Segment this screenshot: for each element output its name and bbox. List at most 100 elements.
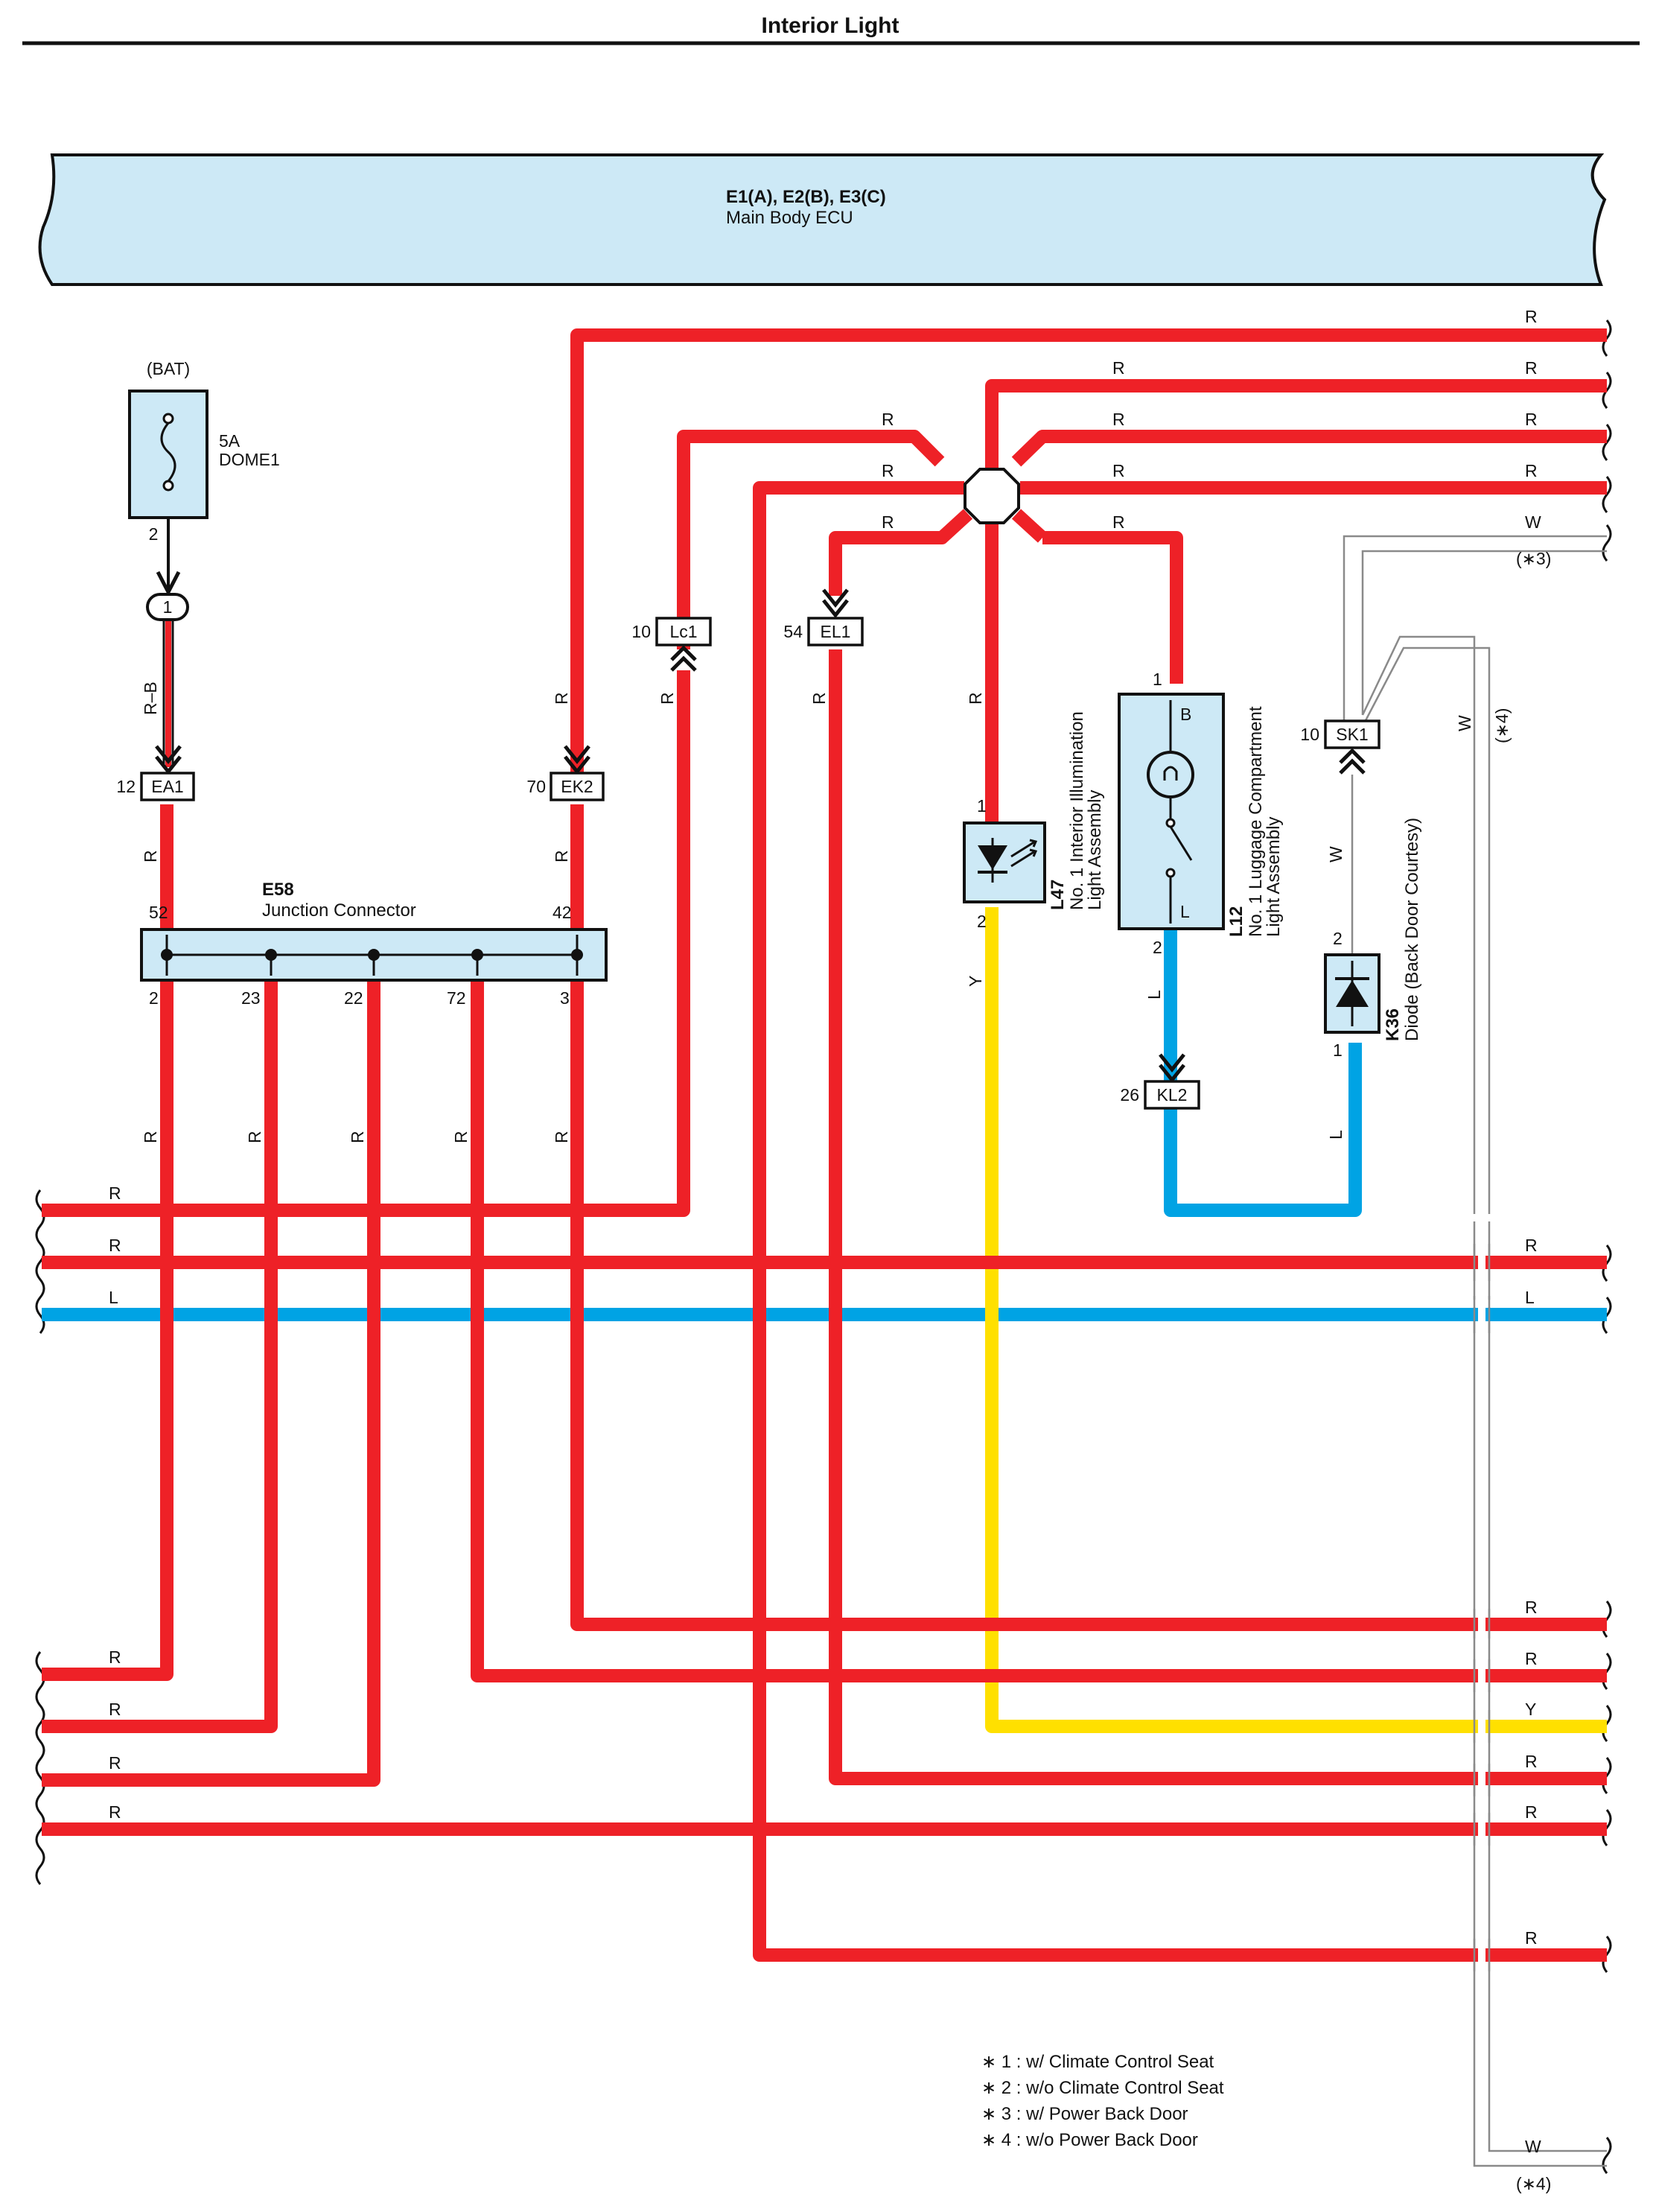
fuse-dome1 xyxy=(128,390,208,519)
ek2-chevron-icon xyxy=(564,745,590,775)
svg-text:R: R xyxy=(109,1183,121,1203)
lc1-box xyxy=(655,617,712,646)
e58-pin-52: 52 xyxy=(149,903,168,922)
svg-text:R: R xyxy=(1525,307,1538,326)
svg-text:L: L xyxy=(1525,1288,1535,1307)
page-title: Interior Light xyxy=(762,13,899,38)
el1-pin: 54 xyxy=(783,622,803,641)
svg-text:Y: Y xyxy=(1525,1700,1536,1719)
svg-text:R: R xyxy=(1525,1598,1538,1617)
wire-labels-vertical: R–B R R R R R R Y L L W W (∗4) R R R R R xyxy=(141,681,1512,1143)
wire-w-group xyxy=(1343,535,1607,2167)
wire-r-group xyxy=(42,328,1607,1962)
svg-text:R: R xyxy=(1525,1928,1538,1948)
el1-chevron-icon xyxy=(822,588,849,619)
e58-name: Junction Connector xyxy=(262,900,416,921)
ek2-box xyxy=(550,772,605,801)
k36-component xyxy=(1324,953,1380,1034)
svg-text:R: R xyxy=(109,1802,121,1822)
kl2-chevron-icon xyxy=(1159,1053,1185,1084)
l12-component xyxy=(1118,693,1225,930)
ea1-chevron-icon xyxy=(155,745,182,775)
svg-text:R: R xyxy=(1525,1649,1538,1668)
svg-text:R: R xyxy=(1112,461,1125,480)
svg-text:R: R xyxy=(1112,358,1125,378)
wire-w-crossings xyxy=(1473,1244,1491,1971)
e58-pin-42: 42 xyxy=(552,903,572,922)
wire-labels-right: R R R R R R R R R R R W (∗3) xyxy=(882,307,1551,568)
svg-text:R: R xyxy=(657,692,677,705)
l47-code: L47 xyxy=(1048,880,1068,910)
l47-label-group: L47 No. 1 Interior Illumination Light As… xyxy=(1048,711,1105,910)
wire-y xyxy=(985,907,1607,1733)
k36-pin-2: 2 xyxy=(1333,929,1343,948)
ea1-pin: 12 xyxy=(116,777,136,796)
svg-text:R: R xyxy=(552,1131,571,1143)
splice-junction xyxy=(964,468,1020,524)
svg-text:Y: Y xyxy=(966,976,985,987)
svg-text:R: R xyxy=(882,512,894,532)
l12-label-group: L12 No. 1 Luggage Compartment Light Asse… xyxy=(1226,706,1284,937)
svg-text:R: R xyxy=(109,1647,121,1667)
l12-pin-2: 2 xyxy=(1153,938,1162,957)
svg-text:(∗4): (∗4) xyxy=(1516,2174,1551,2193)
e58-pin-22: 22 xyxy=(344,988,363,1008)
svg-text:R: R xyxy=(245,1131,264,1143)
ecu-code: E1(A), E2(B), E3(C) xyxy=(726,187,886,207)
e58-pin-3: 3 xyxy=(560,988,570,1008)
svg-text:W: W xyxy=(1455,715,1474,731)
e58-pin-72: 72 xyxy=(447,988,466,1008)
ecu-name: Main Body ECU xyxy=(726,208,853,228)
svg-text:R: R xyxy=(552,850,571,862)
svg-text:R: R xyxy=(1525,461,1538,480)
sk1-pin: 10 xyxy=(1300,725,1319,744)
svg-text:L: L xyxy=(1144,990,1164,999)
note-4: ∗ 4 : w/o Power Back Door xyxy=(981,2130,1198,2150)
el1-code: EL1 xyxy=(821,622,851,641)
k36-label-group: K36 Diode (Back Door Courtesy) xyxy=(1383,818,1422,1041)
l12-name-1: No. 1 Luggage Compartment xyxy=(1246,706,1266,937)
fuse-source-label: (BAT) xyxy=(147,359,190,378)
fuse-name: DOME1 xyxy=(219,450,280,469)
svg-text:R: R xyxy=(1525,1752,1538,1771)
svg-text:W: W xyxy=(1326,846,1346,862)
svg-text:R: R xyxy=(1525,358,1538,378)
svg-text:R: R xyxy=(109,1700,121,1719)
l47-pin-2: 2 xyxy=(977,912,987,931)
e58-pin-2: 2 xyxy=(149,988,159,1008)
l12-term-l: L xyxy=(1180,902,1190,921)
l12-term-b: B xyxy=(1180,705,1191,724)
right-break-marks xyxy=(1602,320,1612,2174)
note-3: ∗ 3 : w/ Power Back Door xyxy=(981,2104,1188,2124)
k36-pin-1: 1 xyxy=(1333,1040,1343,1060)
svg-text:R: R xyxy=(141,1131,160,1143)
svg-text:R: R xyxy=(1525,410,1538,429)
svg-text:(∗3): (∗3) xyxy=(1516,549,1551,568)
fuse-terminal-oval xyxy=(146,593,189,621)
ea1-code: EA1 xyxy=(151,777,183,796)
sk1-chevron-icon xyxy=(1339,748,1366,775)
svg-text:R: R xyxy=(1525,1802,1538,1822)
svg-text:R–B: R–B xyxy=(141,681,160,715)
k36-code: K36 xyxy=(1383,1008,1403,1041)
fuse-rating: 5A xyxy=(219,431,241,451)
svg-text:R: R xyxy=(809,692,829,705)
svg-text:R: R xyxy=(966,692,985,705)
sk1-code: SK1 xyxy=(1336,725,1368,744)
svg-text:R: R xyxy=(552,692,571,705)
wire-rb xyxy=(156,484,181,767)
svg-text:R: R xyxy=(1525,1236,1538,1255)
note-2: ∗ 2 : w/o Climate Control Seat xyxy=(981,2078,1224,2098)
kl2-code: KL2 xyxy=(1157,1085,1188,1105)
wire-labels-bus: R R R L L R R R R Y R R R R R W (∗4) xyxy=(109,1183,1551,2193)
kl2-box xyxy=(1144,1080,1200,1110)
e58-code: E58 xyxy=(262,880,294,900)
e58-pin-23: 23 xyxy=(241,988,261,1008)
svg-text:L: L xyxy=(109,1288,118,1307)
main-body-ecu-box xyxy=(38,153,1607,286)
ek2-code: EK2 xyxy=(561,777,593,796)
notes-block: ∗ 1 : w/ Climate Control Seat ∗ 2 : w/o … xyxy=(981,2052,1224,2150)
svg-text:R: R xyxy=(109,1753,121,1773)
ek2-pin: 70 xyxy=(526,777,546,796)
l12-name-2: Light Assembly xyxy=(1264,817,1284,937)
